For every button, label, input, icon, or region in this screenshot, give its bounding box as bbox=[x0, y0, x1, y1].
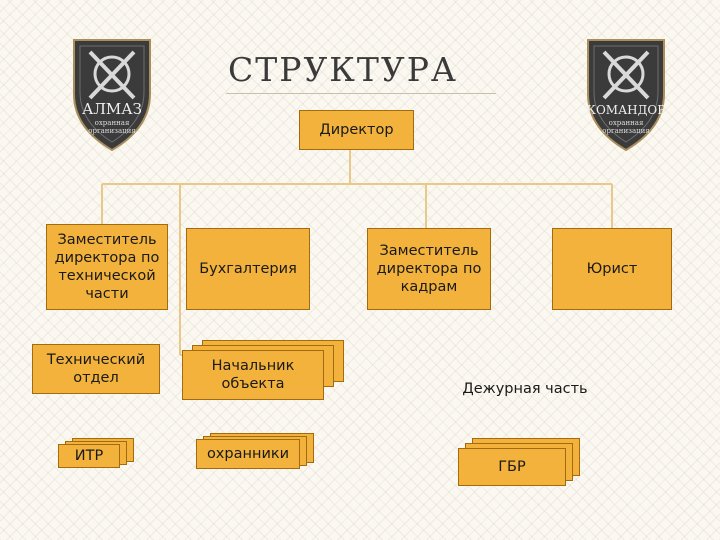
node-deputy-technical: Заместитель директора по технической час… bbox=[46, 224, 168, 310]
node-lawyer: Юрист bbox=[552, 228, 672, 310]
node-duty-unit: Дежурная часть bbox=[462, 381, 588, 397]
node-accounting: Бухгалтерия bbox=[186, 228, 310, 310]
komandor-logo-subtitle-1: охранная bbox=[609, 119, 644, 127]
almaz-logo-subtitle-1: охранная bbox=[95, 119, 130, 127]
node-guards-stack: охранники bbox=[196, 433, 316, 469]
almaz-logo: АЛМАЗ охранная организация bbox=[73, 39, 151, 152]
almaz-logo-name: АЛМАЗ bbox=[82, 100, 142, 118]
node-deputy-hr: Заместитель директора по кадрам bbox=[367, 228, 491, 310]
node-itr: ИТР bbox=[58, 444, 120, 468]
almaz-logo-subtitle-2: организация bbox=[88, 127, 136, 135]
node-itr-stack: ИТР bbox=[58, 438, 136, 468]
komandor-logo: КОМАНДОР охранная организация bbox=[587, 39, 666, 152]
title-underline bbox=[226, 93, 496, 94]
node-gbr: ГБР bbox=[458, 448, 566, 486]
node-director: Директор bbox=[299, 110, 414, 150]
komandor-logo-subtitle-2: организация bbox=[602, 127, 650, 135]
node-site-head-stack: Начальник объекта bbox=[182, 340, 346, 402]
slide-title: СТРУКТУРА bbox=[228, 50, 458, 89]
node-gbr-stack: ГБР bbox=[458, 438, 582, 488]
node-guards: охранники bbox=[196, 439, 300, 469]
komandor-logo-name: КОМАНДОР bbox=[587, 103, 666, 117]
node-site-head: Начальник объекта bbox=[182, 350, 324, 400]
node-technical-department: Технический отдел bbox=[32, 344, 160, 394]
